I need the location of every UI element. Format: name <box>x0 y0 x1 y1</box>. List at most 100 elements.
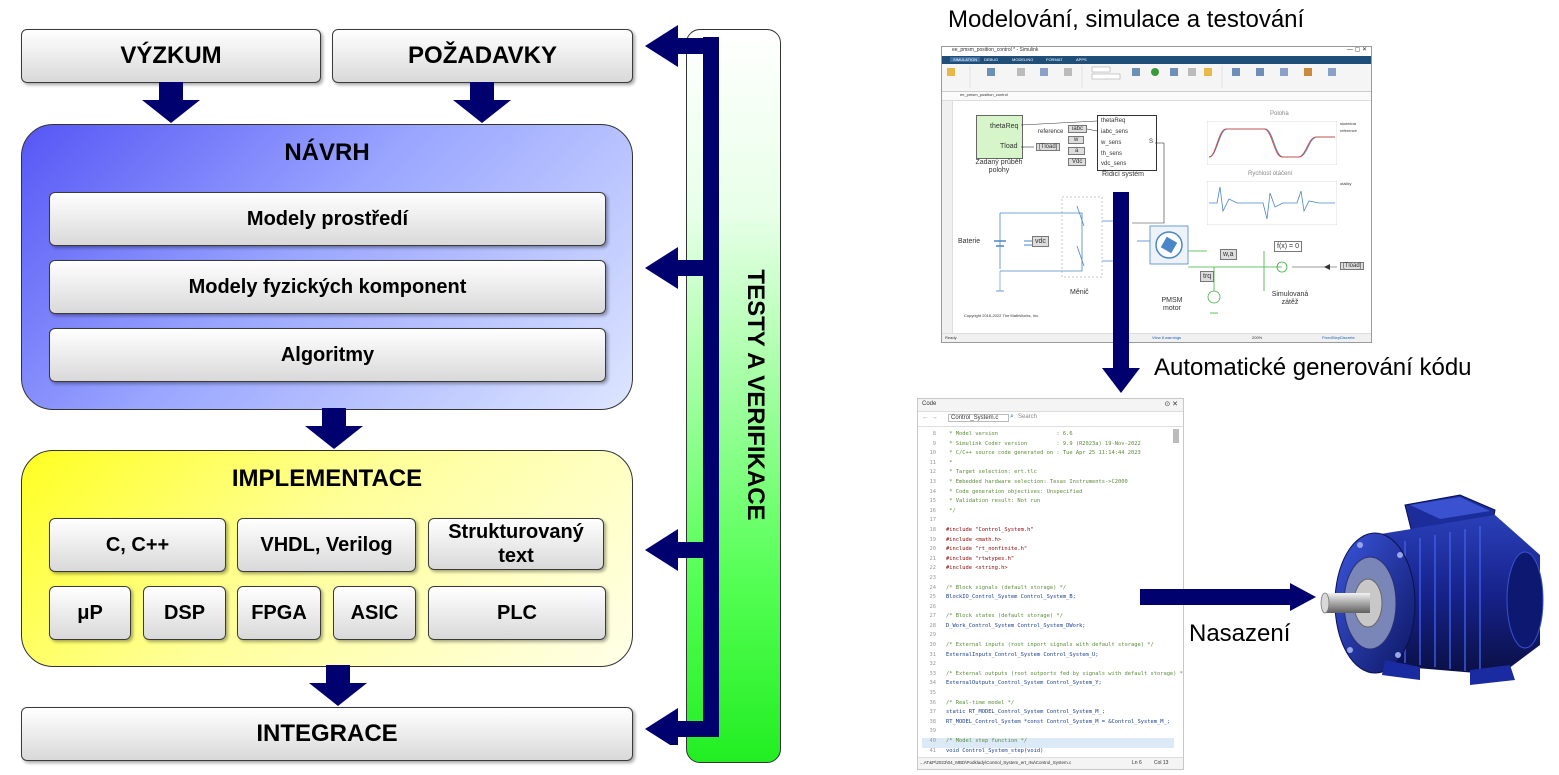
status-warnings[interactable]: View 8 warnings <box>1152 335 1182 340</box>
code-line-text: * Embedded hardware selection: Texas Ins… <box>946 478 1128 485</box>
tab-simulation[interactable]: SIMULATION <box>950 57 981 62</box>
tab-debug[interactable]: DEBUG <box>984 57 999 62</box>
tag-vdc: Vdc <box>1068 158 1087 166</box>
feedback-arrow-top-shaft <box>675 38 719 54</box>
plot-poloha-legend-1: skutečná <box>1340 121 1357 126</box>
code-line: 36/* Real-time model */ <box>922 700 1174 710</box>
code-line-text: ExternalOutputs_Control_System Control_S… <box>946 680 1102 687</box>
ridici-port-4: th_sens <box>1101 151 1123 157</box>
code-line-number: 41 <box>929 747 937 754</box>
code-line: 12 * Target selection: ert.tlc <box>922 469 1174 479</box>
code-line-text: * Target selection: ert.tlc <box>946 469 1037 476</box>
code-line-number: 24 <box>929 584 937 591</box>
code-line-number: 12 <box>929 469 937 476</box>
arrow-model-code <box>1102 192 1140 393</box>
ridici-label: Řídicí systém <box>1102 171 1145 178</box>
impl-plc: PLC <box>428 586 606 640</box>
window-controls-icon[interactable]: — ▢ ✕ <box>1346 47 1367 53</box>
code-line: 21#include "rtwtypes.h" <box>922 556 1174 566</box>
navrh-title: NÁVRH <box>284 139 370 166</box>
code-scrollbar[interactable] <box>1173 429 1179 443</box>
code-line-text: #include <math.h> <box>946 536 1002 543</box>
impl-fpga: FPGA <box>237 586 321 640</box>
block-wa[interactable]: w,a <box>1220 249 1237 260</box>
block-zadany[interactable] <box>976 115 1023 159</box>
impl-vhdl: VHDL, Verilog <box>237 518 416 572</box>
code-line-number: 38 <box>929 718 937 725</box>
block-pmsm: PMSM motor <box>1161 297 1183 312</box>
simulink-palette[interactable] <box>942 101 953 333</box>
code-line-number: 23 <box>929 574 937 581</box>
code-line: 27 /* Block states (default storage) */ <box>922 613 1174 623</box>
code-line-text: void Control_System_step(void) <box>946 747 1044 754</box>
impl-asic: ASIC <box>333 586 416 640</box>
code-line-number: 15 <box>929 498 937 505</box>
code-line-text: * Model version : 6.6 <box>946 431 1073 437</box>
code-statusbar: ...AT&P\2023\04_MBD\Podklady\Control_Sys… <box>918 757 1183 769</box>
code-line-number: 32 <box>929 661 937 668</box>
block-fx[interactable]: f(x) = 0 <box>1274 241 1302 252</box>
code-search-icon[interactable]: ⌕ <box>1010 413 1014 420</box>
tab-format[interactable]: FORMAT <box>1046 57 1063 62</box>
code-line: 13 * Embedded hardware selection: Texas … <box>922 479 1174 489</box>
code-line-number: 27 <box>929 613 937 620</box>
feedback-trunk <box>703 37 719 737</box>
code-line-text: * Validation result: Not run <box>946 498 1041 505</box>
code-header-title: Code <box>922 401 937 407</box>
feedback-arrow-impl-shaft <box>675 542 719 558</box>
caption-nasazeni: Nasazení <box>1189 620 1291 647</box>
block-zatez: Simulovaná zátěž <box>1271 291 1309 306</box>
feedback-arrow-top-head <box>645 25 678 67</box>
arrow-navrh-implementace <box>305 408 363 449</box>
block-vdc[interactable]: vdc <box>1032 236 1049 247</box>
plot-poloha-legend-2: reference <box>1340 128 1357 133</box>
vyzkum-box: VÝZKUM <box>21 29 321 83</box>
code-window: Code ⊙ ✕ ← → Control_System.c ⌕ Search 8… <box>917 398 1184 770</box>
code-file-select[interactable]: Control_System.c <box>948 414 1010 422</box>
code-nav-icon[interactable]: ← → <box>922 414 938 421</box>
code-line-text: D_Work_Control_System Control_System_DWo… <box>946 622 1086 629</box>
toolstrip-icons[interactable] <box>942 64 1371 91</box>
ridici-port-5: vdc_sens <box>1101 161 1127 167</box>
code-line-number: 13 <box>929 478 937 485</box>
block-ridici[interactable] <box>1097 115 1157 171</box>
code-header: Code ⊙ ✕ <box>918 399 1183 412</box>
feedback-arrow-integrace-shaft <box>675 721 719 737</box>
tab-modeling[interactable]: MODELING <box>1012 57 1034 62</box>
navrh-item-algoritmy: Algoritmy <box>49 328 606 382</box>
breadcrumb[interactable]: ee_pmsm_position_control <box>960 92 1008 97</box>
code-line: 33/* External outputs (root outports fed… <box>922 671 1184 681</box>
tag-tload-right: [Tload] <box>1340 262 1365 270</box>
impl-up: μP <box>49 586 131 640</box>
plot-rychlost-title: Rychlost otáčení <box>1248 171 1293 177</box>
plot-poloha-title: Poloha <box>1270 111 1289 117</box>
code-line: 29 <box>922 632 1174 642</box>
arrow-code-motor <box>1140 583 1316 611</box>
code-line: 18#include "Control_System.h" <box>922 527 1174 537</box>
code-line-text: ExternalInputs_Control_System Control_Sy… <box>946 651 1099 658</box>
code-line-text: /* Block states (default storage) */ <box>946 613 1063 620</box>
code-line-text: /* External inputs (root inport signals … <box>946 642 1154 649</box>
tag-tload: [Tload] <box>1036 143 1061 151</box>
code-line-number: 25 <box>929 594 937 601</box>
block-zadany-tload: Tload <box>1000 143 1018 150</box>
plot-rychlost-legend: otáčky <box>1340 181 1352 186</box>
code-close-icon[interactable]: ⊙ ✕ <box>1164 401 1178 408</box>
code-line-number: 30 <box>929 642 937 649</box>
code-line-number: 34 <box>929 680 937 687</box>
code-line-number: 26 <box>929 603 937 610</box>
simulink-toolstrip <box>942 64 1371 92</box>
code-line-number: 17 <box>929 517 937 524</box>
status-solver: FixedStepDiscrete <box>1322 335 1355 340</box>
feedback-arrow-navrh-shaft <box>675 260 719 276</box>
code-line-text: /* Block signals (default storage) */ <box>946 584 1067 591</box>
block-trq[interactable]: trq <box>1200 271 1215 282</box>
tab-apps[interactable]: APPS <box>1076 57 1087 62</box>
code-line-number: 21 <box>929 555 937 562</box>
implementace-title: IMPLEMENTACE <box>231 465 423 492</box>
code-search-input[interactable]: Search <box>1018 414 1038 420</box>
code-line: 19#include <math.h> <box>922 537 1174 547</box>
code-line-number: 40 <box>929 738 937 744</box>
